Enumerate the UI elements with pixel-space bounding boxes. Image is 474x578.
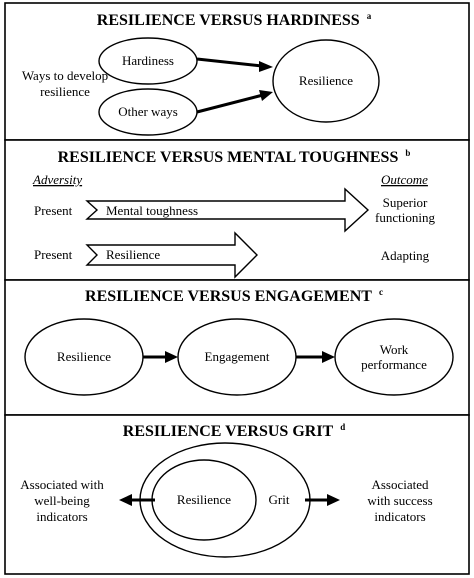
outcome-heading: Outcome: [381, 172, 428, 187]
arrow-otherways-to-resilience-head: [259, 90, 273, 101]
arrow-resilience-to-engagement-head: [165, 351, 178, 363]
panel-engagement-title: RESILIENCE VERSUS ENGAGEMENT c: [85, 287, 383, 305]
success-indicators-label-2: with success: [367, 493, 432, 508]
arrow-to-success-head: [327, 494, 340, 506]
resilience-arrow-label: Resilience: [106, 247, 160, 262]
panel-toughness-title: RESILIENCE VERSUS MENTAL TOUGHNESS b: [58, 148, 411, 166]
resilience-node-hardiness-label: Resilience: [299, 73, 353, 88]
ways-to-develop-label-2: resilience: [40, 84, 90, 99]
hardiness-node-label: Hardiness: [122, 53, 174, 68]
hardiness-node: [98, 37, 198, 85]
work-performance-node-label-2: performance: [361, 357, 427, 372]
resilience-inner-node-label: Resilience: [177, 492, 231, 507]
wellbeing-indicators-label-3: indicators: [36, 509, 87, 524]
adapting-label: Adapting: [381, 248, 430, 263]
mental-toughness-arrow: [85, 187, 370, 233]
arrow-engagement-to-work-head: [322, 351, 335, 363]
present-label-2: Present: [34, 247, 73, 262]
present-label-1: Present: [34, 203, 73, 218]
other-ways-node-label: Other ways: [118, 104, 178, 119]
success-indicators-label-3: indicators: [374, 509, 425, 524]
resilience-arrow: [85, 231, 258, 279]
ways-to-develop-label: Ways to develop: [22, 68, 108, 83]
resilience-node-hardiness: [272, 39, 380, 123]
arrow-otherways-to-resilience: [196, 93, 264, 114]
work-performance-node-label: Work: [380, 342, 409, 357]
panel-grit-title: RESILIENCE VERSUS GRIT d: [123, 422, 345, 440]
engagement-node-label: Engagement: [205, 349, 270, 364]
wellbeing-indicators-label: Associated with: [20, 477, 104, 492]
resilience-node-engagement-label: Resilience: [57, 349, 111, 364]
arrow-hardiness-to-resilience: [196, 57, 263, 68]
panel-hardiness-title: RESILIENCE VERSUS HARDINESS a: [97, 11, 372, 29]
superior-functioning-label: Superior: [383, 195, 428, 210]
success-indicators-label: Associated: [371, 477, 429, 492]
superior-functioning-label-2: functioning: [375, 210, 435, 225]
adversity-heading: Adversity: [32, 172, 82, 187]
mental-toughness-arrow-label: Mental toughness: [106, 203, 198, 218]
panel-hardiness: [4, 2, 470, 141]
arrow-hardiness-to-resilience-head: [259, 61, 273, 72]
grit-node-label: Grit: [269, 492, 290, 507]
arrow-to-wellbeing-head: [119, 494, 132, 506]
wellbeing-indicators-label-2: well-being: [34, 493, 90, 508]
